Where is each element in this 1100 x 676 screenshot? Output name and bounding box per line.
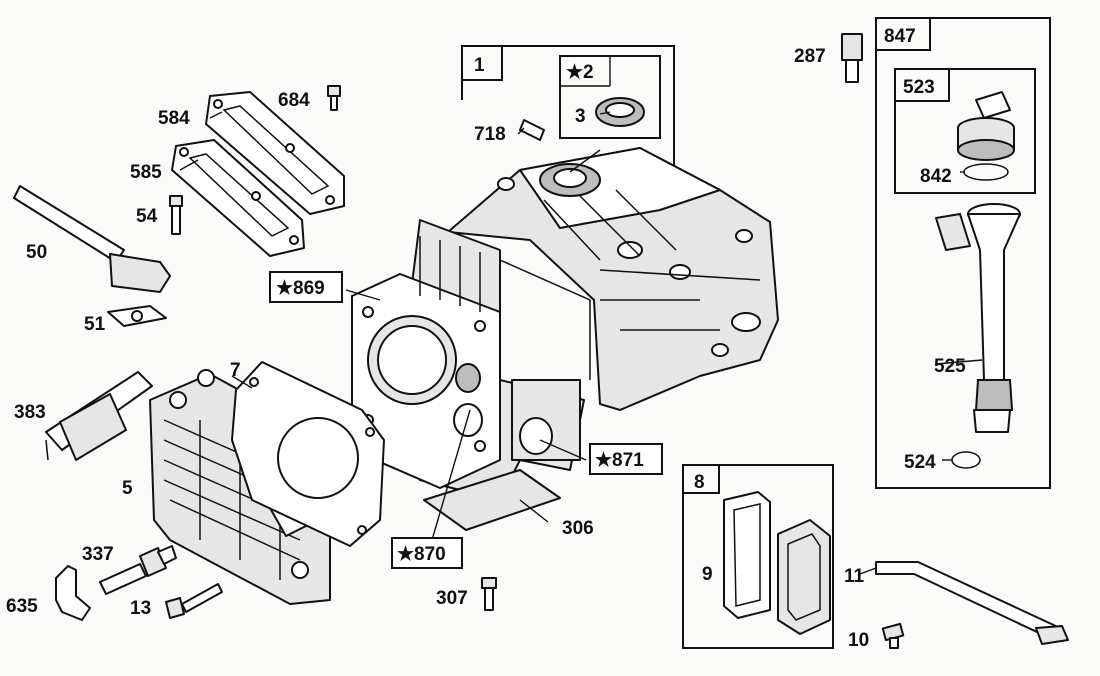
callout-51: 51 [84, 314, 106, 335]
callout-584: 584 [158, 108, 190, 129]
fill-tube-525 [935, 203, 1021, 433]
callout-11: 11 [844, 566, 865, 587]
callout-3: 3 [575, 106, 586, 127]
o-ring-524 [951, 451, 981, 469]
gasket-584 [205, 91, 345, 215]
callout-585: 585 [130, 162, 162, 183]
dipstick-cap-523 [957, 91, 1015, 161]
callout-870: ★870 [397, 544, 446, 565]
gasket-306 [423, 469, 561, 531]
spark-plug-boot-635 [55, 565, 91, 621]
callout-5: 5 [122, 478, 133, 499]
breather-cover [777, 519, 831, 635]
callout-337: 337 [82, 544, 114, 565]
gasket-585 [171, 139, 305, 257]
callout-842: 842 [920, 166, 952, 187]
callout-684: 684 [278, 90, 310, 111]
callout-523: 523 [903, 77, 935, 98]
callout-50: 50 [26, 242, 47, 263]
callout-13: 13 [130, 598, 151, 619]
callout-306: 306 [562, 518, 594, 539]
callout-287: 287 [794, 46, 826, 67]
breather-383 [45, 371, 153, 461]
callout-524: 524 [904, 452, 936, 473]
frame-group-847 [875, 17, 1051, 489]
tube-11 [875, 561, 1069, 645]
screw-307 [481, 577, 497, 611]
callout-9: 9 [702, 564, 713, 585]
callout-718: 718 [474, 124, 506, 145]
callout-635: 635 [6, 596, 38, 617]
callout-847: 847 [884, 26, 916, 47]
fitting-287 [841, 33, 863, 83]
o-ring-842 [963, 163, 1009, 181]
frame-group-8 [682, 464, 834, 649]
callout-383: 383 [14, 402, 46, 423]
gasket-9 [723, 491, 771, 619]
callout-10: 10 [848, 630, 869, 651]
tag-box-870 [391, 537, 463, 569]
dowel-pin [519, 119, 545, 141]
frame-tag-1 [461, 45, 503, 81]
callout-2: ★2 [566, 62, 594, 83]
bolt-13 [165, 583, 223, 619]
screw-10 [881, 622, 905, 649]
head-gasket-7 [231, 361, 385, 547]
frame-group-523 [894, 68, 1036, 194]
oil-seal [595, 97, 645, 127]
callout-7: 7 [230, 360, 241, 381]
bolt-54 [169, 195, 183, 235]
tag-box-871 [589, 443, 663, 475]
callout-525: 525 [934, 356, 966, 377]
callout-labels: 1 ★2 3 718 684 584 585 54 50 51 ★869 383… [6, 26, 966, 651]
screw-684 [327, 85, 341, 111]
tube-50 [13, 185, 171, 293]
callout-871: ★871 [595, 450, 644, 471]
callout-869: ★869 [276, 278, 325, 299]
gasket-51 [107, 305, 167, 327]
tag-box-869 [269, 271, 343, 303]
callout-1: 1 [474, 55, 485, 76]
crankcase [447, 147, 779, 411]
callout-54: 54 [136, 206, 158, 227]
callout-307: 307 [436, 588, 468, 609]
leader-lines [179, 111, 983, 575]
callout-8: 8 [694, 472, 705, 493]
frame-group-2 [559, 55, 661, 139]
spark-plug-337 [99, 545, 177, 595]
